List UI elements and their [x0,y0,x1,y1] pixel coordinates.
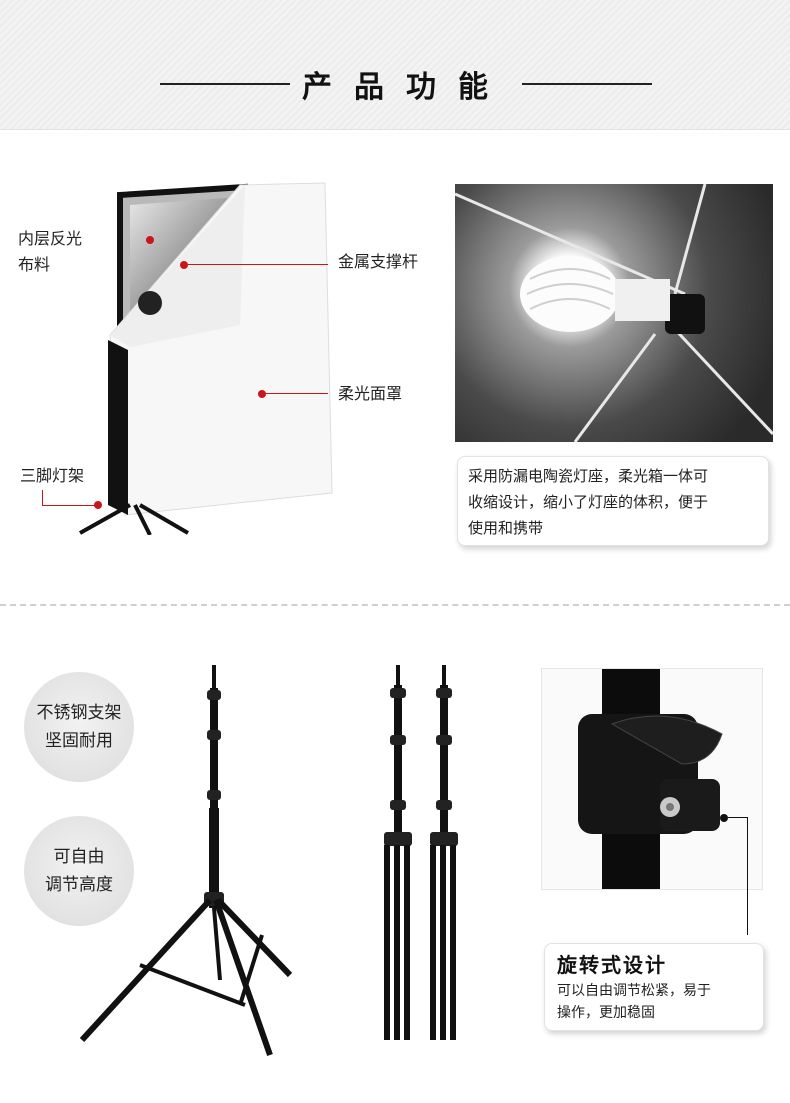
badge-adjustable: 可自由 调节高度 [24,816,134,926]
rotation-desc-line1: 可以自由调节松紧，易于 [557,983,711,999]
clamp-photo-art [578,669,723,889]
callout-dot-tripod [94,501,102,509]
rotation-title: 旋转式设计 [557,953,667,977]
rotation-desc-line2: 操作，更加稳固 [557,1005,655,1021]
badge-stainless: 不锈钢支架 坚固耐用 [24,672,134,782]
softbox-illustration [79,182,333,535]
callout-line-tripod-v [42,490,43,506]
lamp-info-box: 采用防漏电陶瓷灯座，柔光箱一体可 收缩设计，缩小了灯座的体积，便于 使用和携带 [457,456,769,546]
clamp-photo [541,668,763,890]
callout-line-tripod-h [42,505,96,506]
callout-dot-inner [146,236,154,244]
badge-stainless-line1: 不锈钢支架 [36,703,122,723]
badge-adjustable-line1: 可自由 [53,847,105,867]
callout-line-rod [188,264,328,265]
label-tripod: 三脚灯架 [20,466,85,485]
lamp-photo-art [455,184,773,442]
label-diffuser: 柔光面罩 [338,384,403,403]
lamp-info-line2: 收缩设计，缩小了灯座的体积，便于 [468,493,709,511]
light-stand-extended [79,665,293,1056]
rotation-info-box: 旋转式设计 可以自由调节松紧，易于 操作，更加稳固 [544,943,764,1031]
page-title: 产品功能 [302,70,510,105]
callout-line-clamp-h [728,817,748,818]
label-inner-reflective: 内层反光 [18,229,83,248]
label-metal-rod: 金属支撑杆 [338,252,419,271]
header-line-left [160,83,290,85]
section-divider [0,604,790,606]
badge-stainless-line2: 坚固耐用 [45,731,113,751]
callout-dot-diffuser [258,390,266,398]
callout-dot-clamp [720,814,728,822]
lamp-info-line1: 采用防漏电陶瓷灯座，柔光箱一体可 [468,467,709,485]
header-band: 产品功能 [0,0,790,130]
callout-line-diffuser [266,393,328,394]
lamp-info-line3: 使用和携带 [468,519,544,537]
callout-line-clamp-v [747,817,748,935]
light-stands-folded [384,665,458,1040]
header-line-right [522,83,652,85]
callout-dot-rod [180,261,188,269]
lamp-photo [455,184,773,442]
label-inner-reflective-2: 布料 [18,255,51,274]
badge-adjustable-line2: 调节高度 [45,875,113,895]
